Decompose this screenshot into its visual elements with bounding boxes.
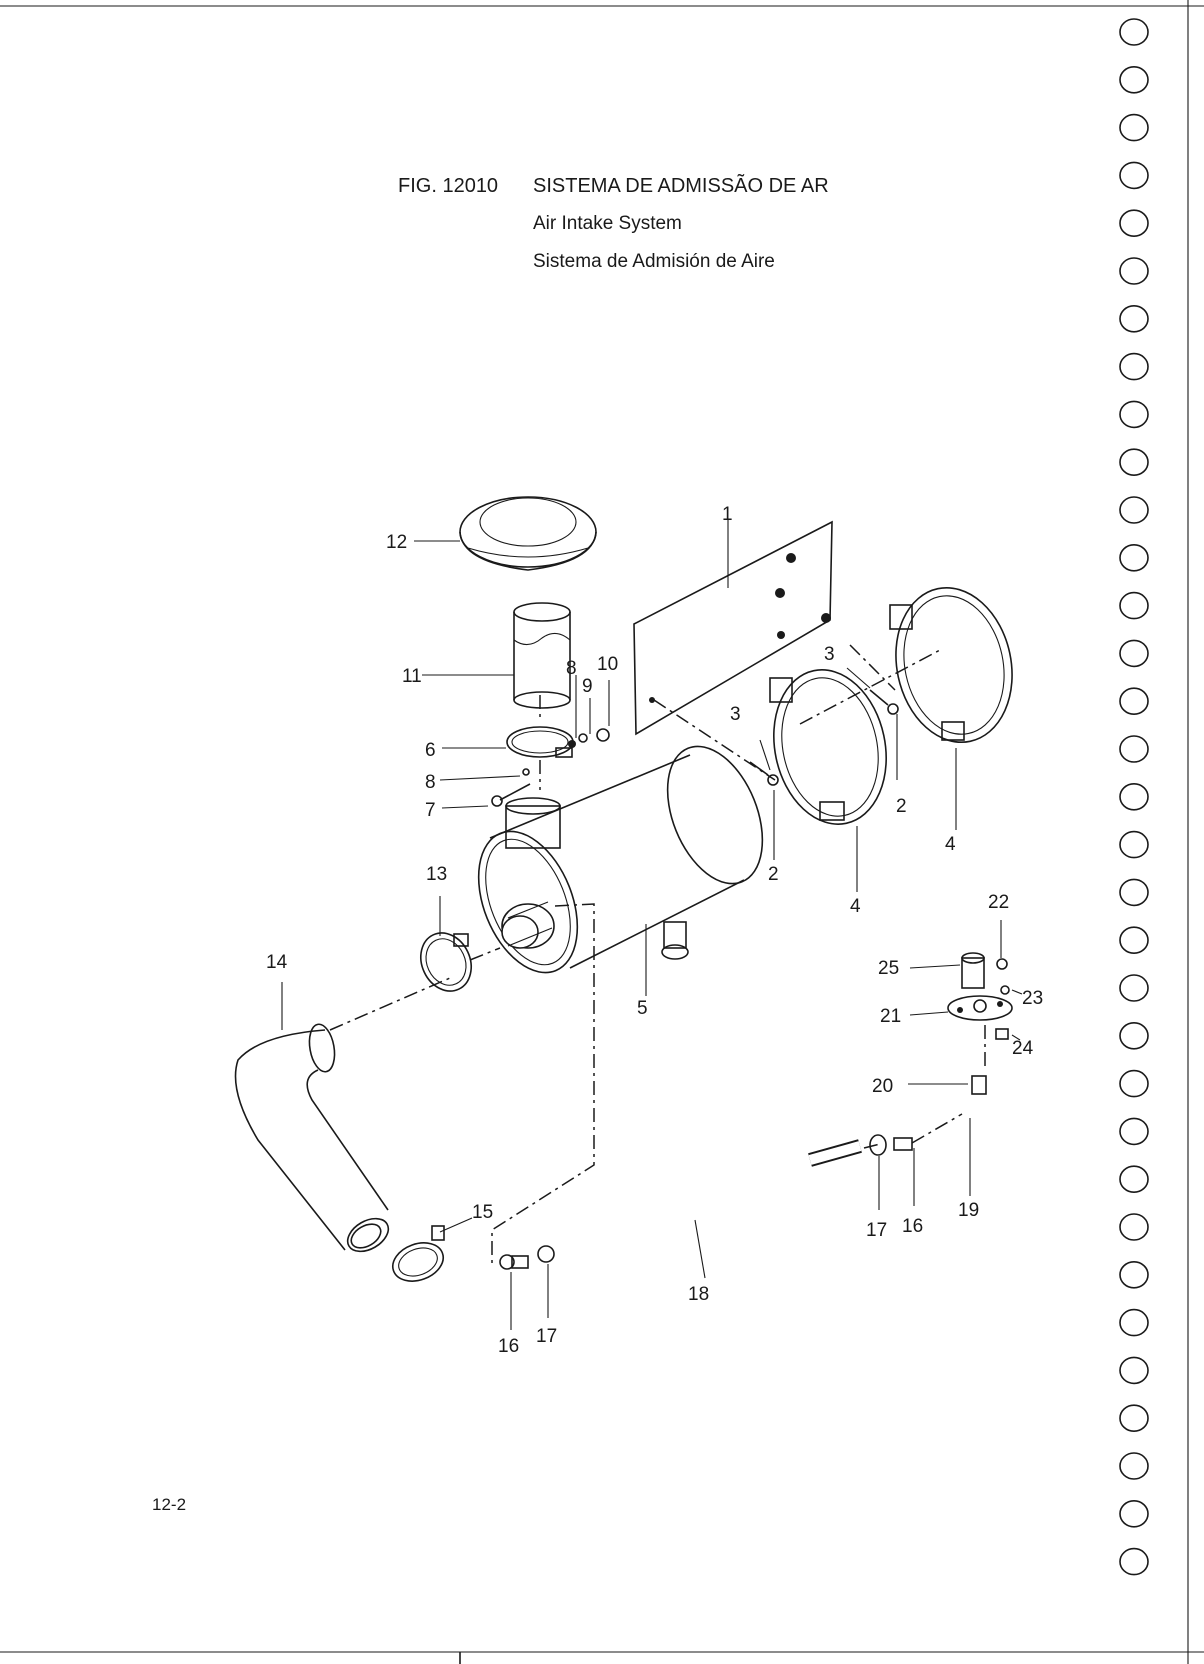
callout-16-upper: 16 bbox=[902, 1216, 923, 1237]
callout-2-rear: 2 bbox=[896, 796, 907, 817]
clamp-hardware bbox=[491, 728, 610, 807]
binder-hole bbox=[1119, 1404, 1149, 1432]
assembly-centerlines bbox=[329, 644, 986, 1264]
callout-3-front: 3 bbox=[730, 704, 741, 725]
callout-10: 10 bbox=[597, 654, 618, 675]
binder-hole bbox=[1119, 352, 1149, 381]
binder-hole bbox=[1119, 830, 1149, 859]
binder-hole bbox=[1119, 400, 1149, 429]
callout-22: 22 bbox=[988, 892, 1009, 913]
binder-hole bbox=[1119, 1452, 1149, 1480]
binder-hole bbox=[1119, 304, 1149, 333]
vacuum-tube bbox=[561, 1139, 862, 1251]
callout-20: 20 bbox=[872, 1076, 893, 1097]
binder-hole bbox=[1119, 1356, 1149, 1385]
binder-hole bbox=[1119, 687, 1149, 716]
callout-labels: 1 2 2 3 3 4 4 5 6 7 8 8 9 10 11 12 13 14… bbox=[266, 504, 1043, 1357]
mounting-band-rear bbox=[889, 586, 1013, 744]
binder-hole bbox=[1119, 926, 1149, 955]
band-bolts bbox=[749, 689, 899, 786]
callout-16-lower: 16 bbox=[498, 1336, 519, 1357]
restriction-indicator bbox=[947, 952, 1013, 1040]
binder-hole bbox=[1119, 1165, 1149, 1193]
binder-hole bbox=[1119, 448, 1149, 477]
callout-8-upper: 8 bbox=[566, 658, 577, 679]
callout-14: 14 bbox=[266, 952, 288, 973]
callout-4-rear: 4 bbox=[945, 834, 956, 855]
binder-hole bbox=[1119, 1117, 1149, 1146]
binder-hole bbox=[1119, 591, 1149, 620]
binder-hole bbox=[1119, 1308, 1149, 1337]
binder-hole bbox=[1119, 878, 1149, 907]
callout-3-rear: 3 bbox=[824, 644, 835, 665]
binder-hole bbox=[1119, 18, 1149, 46]
callout-23: 23 bbox=[1022, 988, 1043, 1009]
binder-hole bbox=[1119, 113, 1149, 142]
callout-25: 25 bbox=[878, 958, 899, 979]
air-cleaner-body bbox=[477, 745, 764, 974]
binder-hole bbox=[1119, 496, 1149, 524]
binder-hole bbox=[1119, 1069, 1149, 1098]
callout-5: 5 bbox=[637, 998, 648, 1019]
outlet-clamp bbox=[420, 932, 472, 992]
hose-clamp bbox=[506, 726, 574, 758]
tube-fittings bbox=[499, 1075, 987, 1270]
callout-4-front: 4 bbox=[850, 896, 861, 917]
binder-hole bbox=[1119, 1547, 1149, 1576]
mounting-band-front bbox=[769, 669, 887, 825]
binder-hole bbox=[1119, 974, 1149, 1002]
precleaner-cap bbox=[459, 496, 597, 571]
figure-label: FIG. 12010 bbox=[398, 175, 499, 197]
callout-1: 1 bbox=[722, 504, 733, 525]
binder-hole bbox=[1119, 257, 1149, 285]
figure-title-portuguese: SISTEMA DE ADMISSÃO DE AR bbox=[533, 175, 829, 197]
binder-hole bbox=[1119, 66, 1149, 94]
page-number: 12-2 bbox=[152, 1495, 187, 1514]
binder-holes bbox=[1119, 18, 1149, 1576]
callout-11: 11 bbox=[402, 666, 422, 687]
callout-12: 12 bbox=[386, 532, 407, 553]
callout-2-front: 2 bbox=[768, 864, 779, 885]
callout-17-lower: 17 bbox=[536, 1326, 557, 1347]
mounting-plate bbox=[633, 520, 833, 736]
binder-hole bbox=[1119, 543, 1149, 572]
callout-21: 21 bbox=[880, 1006, 901, 1027]
callout-19: 19 bbox=[958, 1200, 979, 1221]
callout-7: 7 bbox=[425, 800, 436, 821]
elbow-hose bbox=[234, 1023, 390, 1253]
hose-clamp-lower bbox=[392, 1225, 445, 1282]
callout-6: 6 bbox=[425, 740, 436, 761]
callout-13: 13 bbox=[426, 864, 447, 885]
callout-9: 9 bbox=[582, 676, 593, 697]
callout-24: 24 bbox=[1012, 1038, 1034, 1059]
callout-15: 15 bbox=[472, 1202, 493, 1223]
binder-hole bbox=[1119, 639, 1149, 668]
binder-hole bbox=[1119, 209, 1149, 237]
binder-hole bbox=[1119, 1500, 1149, 1528]
callout-17-upper: 17 bbox=[866, 1220, 887, 1241]
inlet-tube bbox=[513, 602, 571, 709]
binder-hole bbox=[1119, 1261, 1149, 1289]
binder-hole bbox=[1119, 1022, 1149, 1050]
callout-18: 18 bbox=[688, 1284, 709, 1305]
leader-lines bbox=[281, 520, 1023, 1330]
figure-title-spanish: Sistema de Admisión de Aire bbox=[533, 251, 775, 272]
binder-hole bbox=[1119, 735, 1149, 763]
binder-hole bbox=[1119, 782, 1149, 811]
binder-hole bbox=[1119, 1213, 1149, 1241]
figure-title-english: Air Intake System bbox=[533, 213, 682, 234]
binder-hole bbox=[1119, 161, 1149, 190]
callout-8-lower: 8 bbox=[425, 772, 436, 793]
